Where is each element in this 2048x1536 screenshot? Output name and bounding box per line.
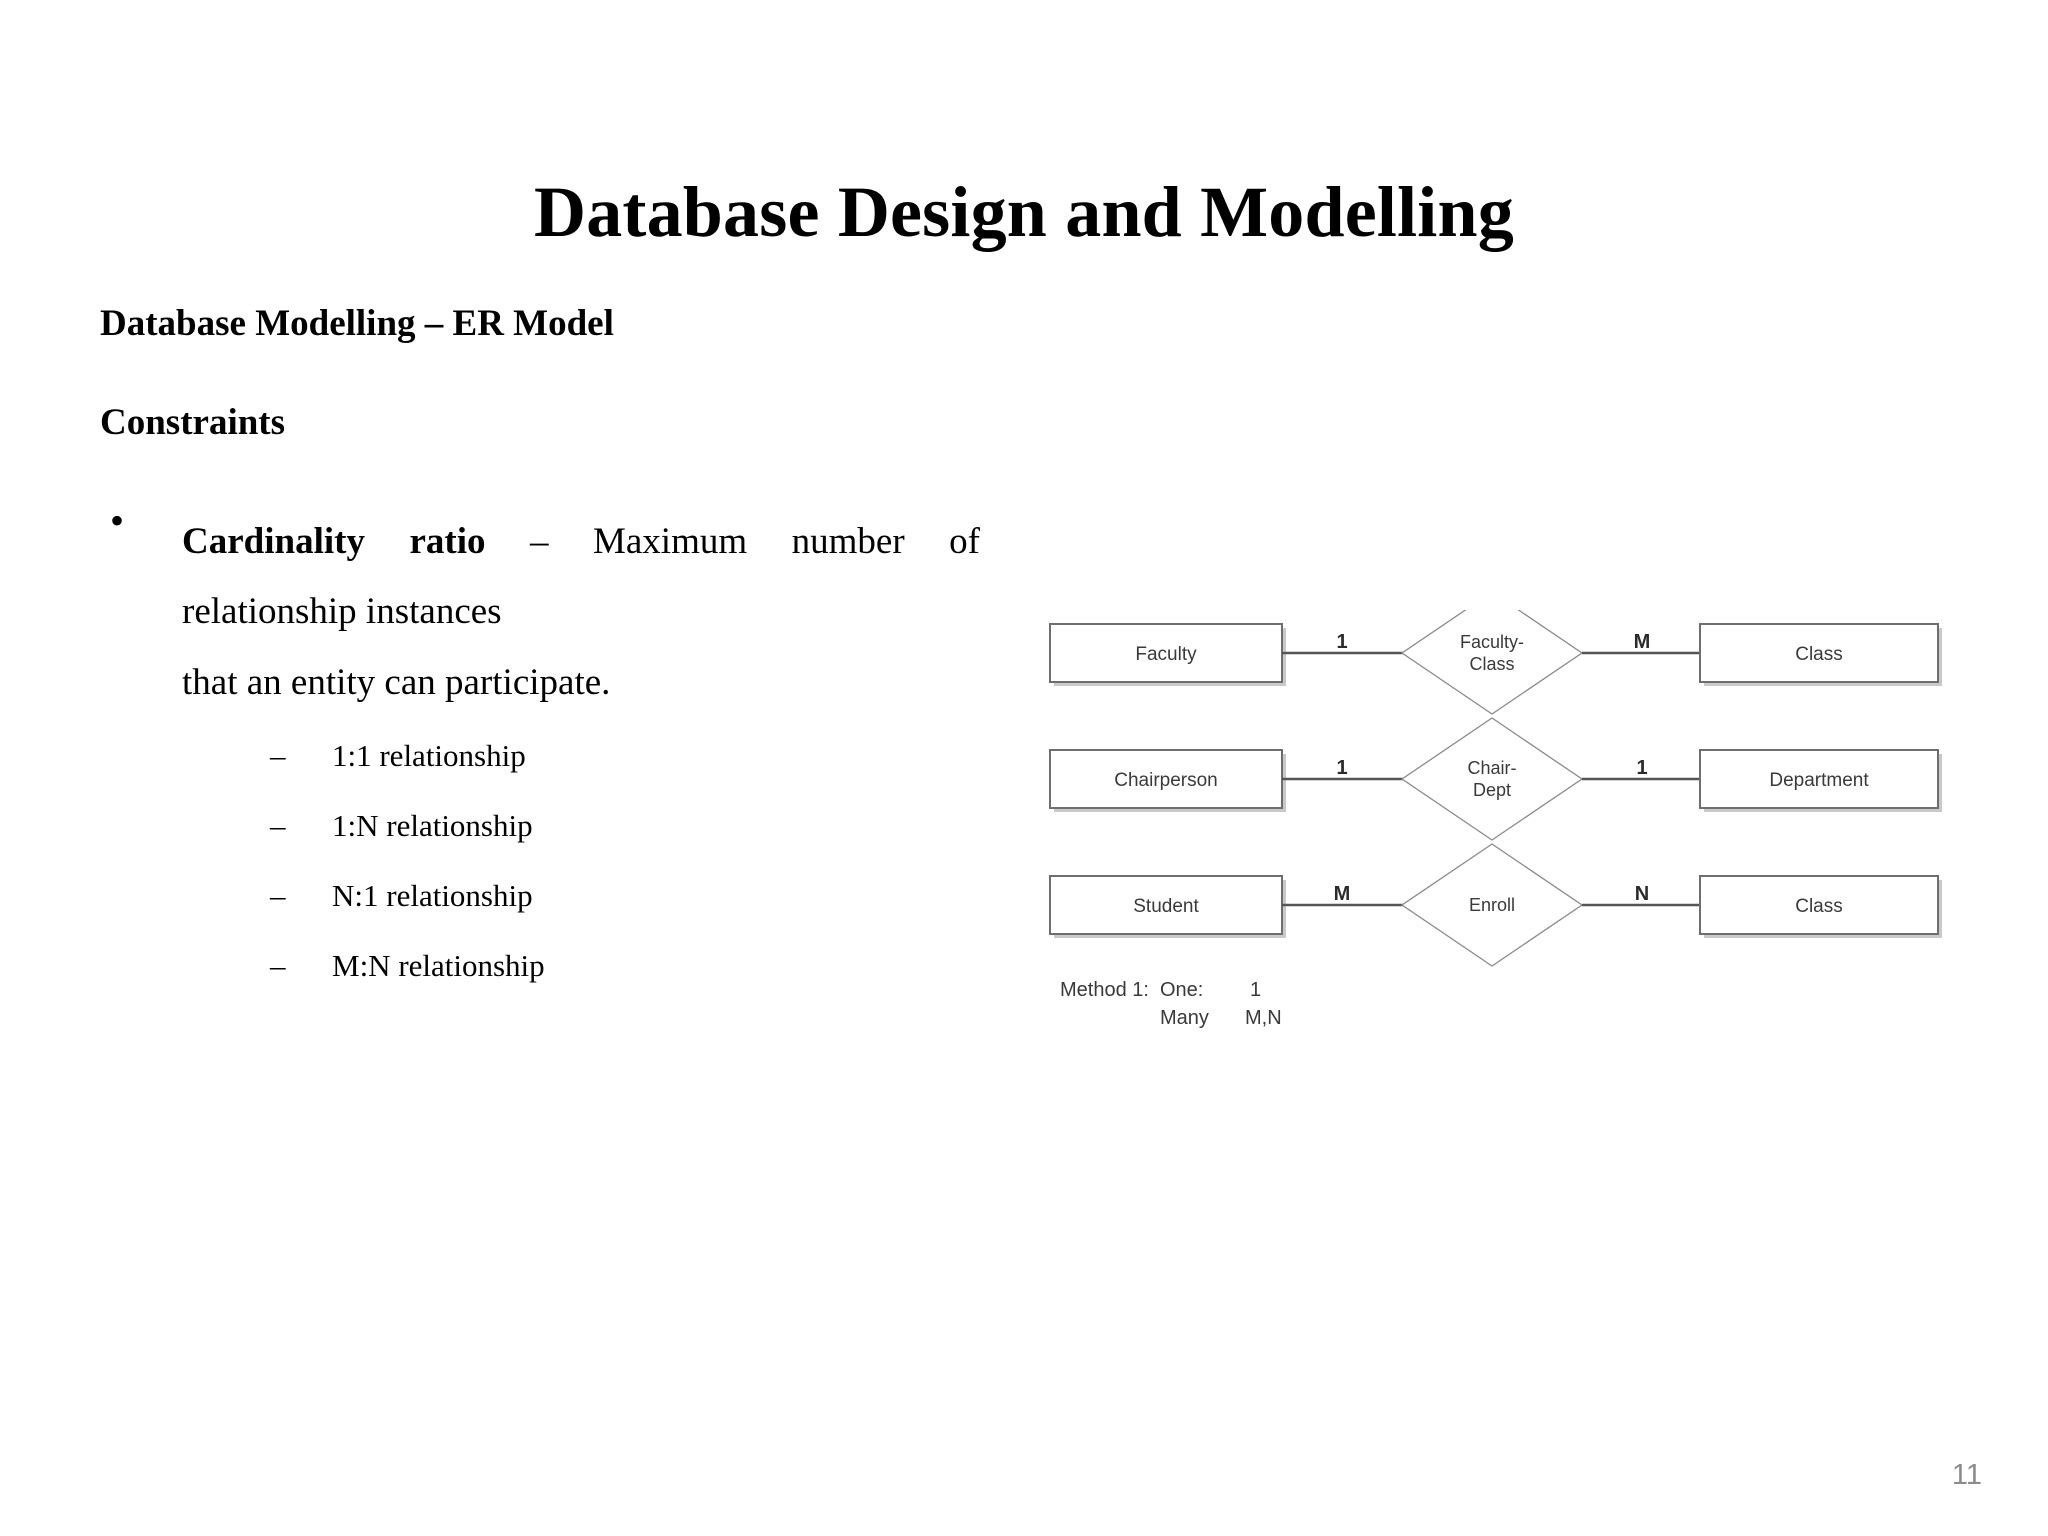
bullet-definition-line3: that an entity can participate. (182, 661, 611, 703)
list-item-label: 1:1 relationship (332, 737, 526, 773)
er-row-chairperson-department: Chairperson 1 Chair- Dept 1 Department (1049, 717, 1942, 841)
bullet-definition-line2: number of relationship instances (182, 521, 980, 633)
list-item-label: M:N relationship (332, 947, 545, 983)
entity-label: Department (1769, 770, 1869, 791)
bullet-separator: – (529, 521, 549, 562)
relationship-type-list: – 1:1 relationship – 1:N relationship – … (182, 740, 980, 981)
dash-marker-icon: – (270, 947, 286, 983)
relationship-label-line1: Chair- (1467, 758, 1516, 778)
list-item-label: 1:N relationship (332, 807, 533, 843)
entity-label: Chairperson (1114, 770, 1218, 791)
dash-marker-icon: – (270, 807, 286, 843)
bullet-definition-line1: Maximum (592, 521, 748, 562)
cardinality-label: 1 (1336, 757, 1347, 779)
legend-many-label: Many (1160, 1007, 1209, 1029)
list-item: – M:N relationship (182, 950, 980, 981)
bullet-term: Cardinality ratio (182, 521, 486, 562)
content-column: Database Modelling – ER Model Constraint… (100, 305, 980, 1020)
list-item: – 1:N relationship (182, 810, 980, 841)
er-row-faculty-class: Faculty 1 Faculty- Class M Class (1049, 610, 1942, 715)
entity-label: Student (1133, 896, 1199, 917)
er-diagram-figure: Faculty 1 Faculty- Class M Class Chairpe… (1040, 610, 1960, 1090)
relationship-label-line1: Faculty- (1460, 632, 1524, 652)
entity-label: Class (1795, 644, 1843, 665)
er-legend: Method 1: One: 1 Many M,N (1060, 979, 1282, 1029)
list-item-label: N:1 relationship (332, 877, 533, 913)
page-title: Database Design and Modelling (534, 172, 1514, 253)
bullet-text: Cardinality ratio – Maximum number of re… (182, 507, 980, 718)
relationship-label-line2: Class (1469, 654, 1514, 674)
er-row-student-class: Student M Enroll N Class (1049, 843, 1942, 967)
legend-one-value: 1 (1250, 979, 1261, 1001)
entity-label: Class (1795, 896, 1843, 917)
relationship-label-line2: Dept (1473, 780, 1511, 800)
er-diagram-svg: Faculty 1 Faculty- Class M Class Chairpe… (1049, 610, 1942, 1029)
cardinality-label: M (1634, 631, 1651, 653)
cardinality-label: M (1334, 883, 1351, 905)
topic-heading: Constraints (100, 402, 286, 443)
bullet-marker-icon: • (110, 498, 125, 543)
page-number: 11 (1951, 1459, 1982, 1491)
cardinality-label: N (1635, 883, 1649, 905)
list-item: – N:1 relationship (182, 880, 980, 911)
legend-one-label: One: (1160, 979, 1203, 1001)
dash-marker-icon: – (270, 737, 286, 773)
cardinality-label: 1 (1636, 757, 1647, 779)
legend-method-label: Method 1: (1060, 979, 1149, 1001)
relationship-label-line1: Enroll (1469, 895, 1515, 915)
legend-many-value: M,N (1245, 1007, 1282, 1029)
entity-label: Faculty (1135, 644, 1197, 665)
cardinality-label: 1 (1336, 631, 1347, 653)
bullet-cardinality-ratio: • Cardinality ratio – Maximum number of … (100, 501, 980, 981)
section-heading: Database Modelling – ER Model (100, 303, 614, 344)
dash-marker-icon: – (270, 877, 286, 913)
list-item: – 1:1 relationship (182, 740, 980, 771)
